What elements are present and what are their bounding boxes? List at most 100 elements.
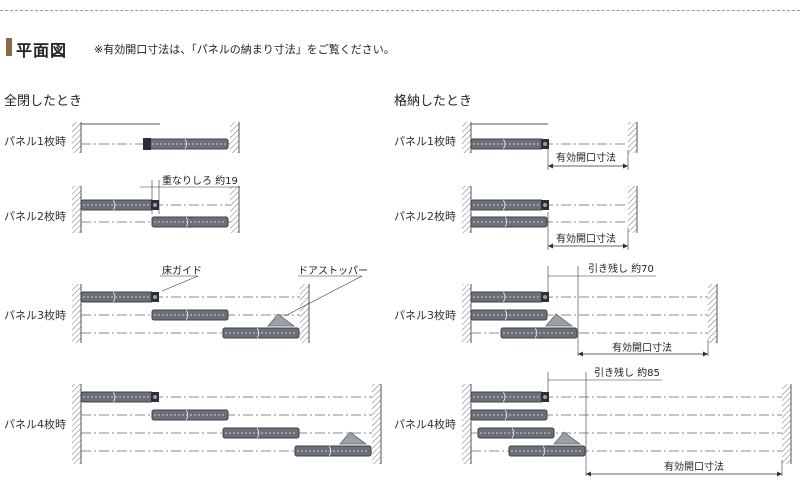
- row-label-p4-stored: パネル4枚時: [394, 418, 456, 431]
- effective-opening-dim-p3-arrow-start: [578, 351, 583, 357]
- row-label-p4-closed: パネル4枚時: [4, 418, 66, 431]
- panel-3-p3-stored: [500, 327, 578, 339]
- wall-right-p1-closed: [230, 122, 239, 153]
- panel-1-p1-stored-break-mark: [502, 138, 506, 150]
- effective-opening-label-p1: 有効開口寸法: [556, 151, 616, 164]
- wall-left-p1-closed: [72, 122, 81, 153]
- effective-opening-dim-p4-arrow-start: [586, 471, 591, 477]
- panel-1-p4-closed: [80, 391, 159, 403]
- row-label-p2-closed: パネル2枚時: [4, 210, 66, 223]
- row-label-p1-closed: パネル1枚時: [4, 135, 66, 148]
- panel-2-p4-stored: [470, 409, 548, 421]
- panel-1-p3-closed-guide-roller: [153, 295, 157, 299]
- effective-opening-dim-p2-arrow-start: [548, 243, 553, 249]
- panel-4-p4-stored: [508, 445, 586, 457]
- panel-1-p2-closed-guide-roller: [153, 203, 157, 207]
- panel-1-p4-stored: [470, 391, 549, 403]
- panel-1-p1-stored: [470, 138, 549, 150]
- panel-2-p2-closed: [151, 216, 229, 228]
- section-title-closed: 全閉したとき: [4, 94, 83, 109]
- floor-guide-leader: [160, 275, 199, 292]
- wall-right-p1-stored: [628, 122, 637, 153]
- effective-opening-dim-p1-arrow-end: [623, 163, 628, 169]
- panel-3-p3-closed-break-mark: [256, 327, 260, 339]
- overlap-label: 重なりしろ 約19: [162, 174, 238, 187]
- door-stopper-label: ドアストッパー: [298, 265, 368, 277]
- panel-4-p4-closed: [294, 445, 372, 457]
- wall-right-p4-closed: [372, 384, 381, 464]
- panel-1-p3-closed: [80, 291, 159, 303]
- row-label-p3-stored: パネル3枚時: [394, 309, 456, 322]
- panel-2-p4-closed: [151, 409, 229, 421]
- panel-2-p2-closed-break-mark: [185, 216, 189, 228]
- panel-4-p4-closed-break-mark: [328, 445, 332, 457]
- panel-2-p2-stored-break-mark: [504, 216, 508, 228]
- door-stopper-p4-closed: [339, 431, 368, 445]
- effective-opening-label-p3: 有効開口寸法: [612, 341, 672, 354]
- panel-1-p1-closed-break-mark: [184, 138, 188, 150]
- panel-2-p4-closed-break-mark: [185, 409, 189, 421]
- panel-1-p3-stored-break-mark: [502, 291, 506, 303]
- panel-1-p3-closed-break-mark: [112, 291, 116, 303]
- panel-1-p2-stored: [470, 199, 549, 211]
- panel-1-p4-closed-guide-roller: [153, 395, 157, 399]
- title-accent-bar: [6, 38, 12, 56]
- panel-2-p3-closed: [151, 309, 229, 321]
- panel-3-p3-stored-break-mark: [534, 327, 538, 339]
- panel-2-p3-stored-break-mark: [504, 309, 508, 321]
- panel-1-p1-closed: [149, 138, 229, 150]
- effective-opening-dim-p4-arrow-end: [777, 471, 782, 477]
- panel-3-p3-closed: [222, 327, 300, 339]
- wall-right-p3-stored: [708, 284, 717, 343]
- floor-guide-label: 床ガイド: [162, 264, 202, 277]
- panel-2-p4-stored-break-mark: [504, 409, 508, 421]
- latch-p1-closed: [143, 138, 151, 150]
- panel-1-p2-closed-break-mark: [112, 199, 116, 211]
- panel-1-p2-stored-guide-roller: [543, 203, 547, 207]
- panel-1-p4-closed-break-mark: [112, 391, 116, 403]
- section-title-stored: 格納したとき: [394, 94, 473, 109]
- panel-3-p4-closed: [222, 427, 300, 439]
- leftover-70-label: 引き残し 約70: [588, 262, 654, 275]
- wall-right-p2-stored: [628, 186, 637, 233]
- panel-4-p4-stored-break-mark: [542, 445, 546, 457]
- wall-left-p2-stored: [462, 186, 471, 233]
- panel-1-p2-stored-break-mark: [502, 199, 506, 211]
- row-label-p1-stored: パネル1枚時: [394, 135, 456, 148]
- effective-opening-dim-p1-arrow-start: [548, 163, 553, 169]
- wall-left-p3-stored: [462, 284, 471, 343]
- effective-opening-label-p4: 有効開口寸法: [664, 460, 724, 473]
- effective-opening-label-p2: 有効開口寸法: [556, 232, 616, 245]
- panel-1-p4-stored-guide-roller: [543, 395, 547, 399]
- panel-3-p4-stored-break-mark: [511, 427, 515, 439]
- page-title: 平面図: [16, 41, 68, 60]
- wall-right-p2-closed: [230, 186, 239, 233]
- panel-3-p4-stored: [477, 427, 555, 439]
- effective-opening-dim-p2-arrow-end: [623, 243, 628, 249]
- leftover-85-label: 引き残し 約85: [594, 366, 660, 379]
- wall-left-p3-closed: [72, 284, 81, 343]
- wall-left-p1-stored: [462, 122, 471, 153]
- wall-right-p3-closed: [300, 284, 309, 343]
- panel-1-p3-stored-guide-roller: [543, 295, 547, 299]
- note-text: ※有効開口寸法は、「パネルの納まり寸法」をご覧ください。: [94, 43, 395, 56]
- row-label-p3-closed: パネル3枚時: [4, 309, 66, 322]
- wall-left-p4-closed: [72, 384, 81, 464]
- panel-3-p4-closed-break-mark: [256, 427, 260, 439]
- wall-right-p4-stored: [782, 384, 791, 464]
- panel-2-p2-stored: [470, 216, 548, 228]
- panel-2-p3-closed-break-mark: [185, 309, 189, 321]
- panel-2-p3-stored: [470, 309, 548, 321]
- panel-1-p2-closed: [80, 199, 159, 211]
- panel-1-p3-stored: [470, 291, 549, 303]
- door-stopper-p3-stored: [545, 313, 574, 327]
- door-stopper-leader: [284, 275, 363, 317]
- row-label-p2-stored: パネル2枚時: [394, 210, 456, 223]
- wall-left-p4-stored: [462, 384, 471, 464]
- panel-1-p1-stored-guide-roller: [543, 142, 547, 146]
- wall-left-p2-closed: [72, 186, 81, 233]
- door-stopper-p4-stored: [553, 431, 582, 445]
- door-stopper-p3-closed: [267, 313, 296, 327]
- top-divider: [0, 10, 800, 11]
